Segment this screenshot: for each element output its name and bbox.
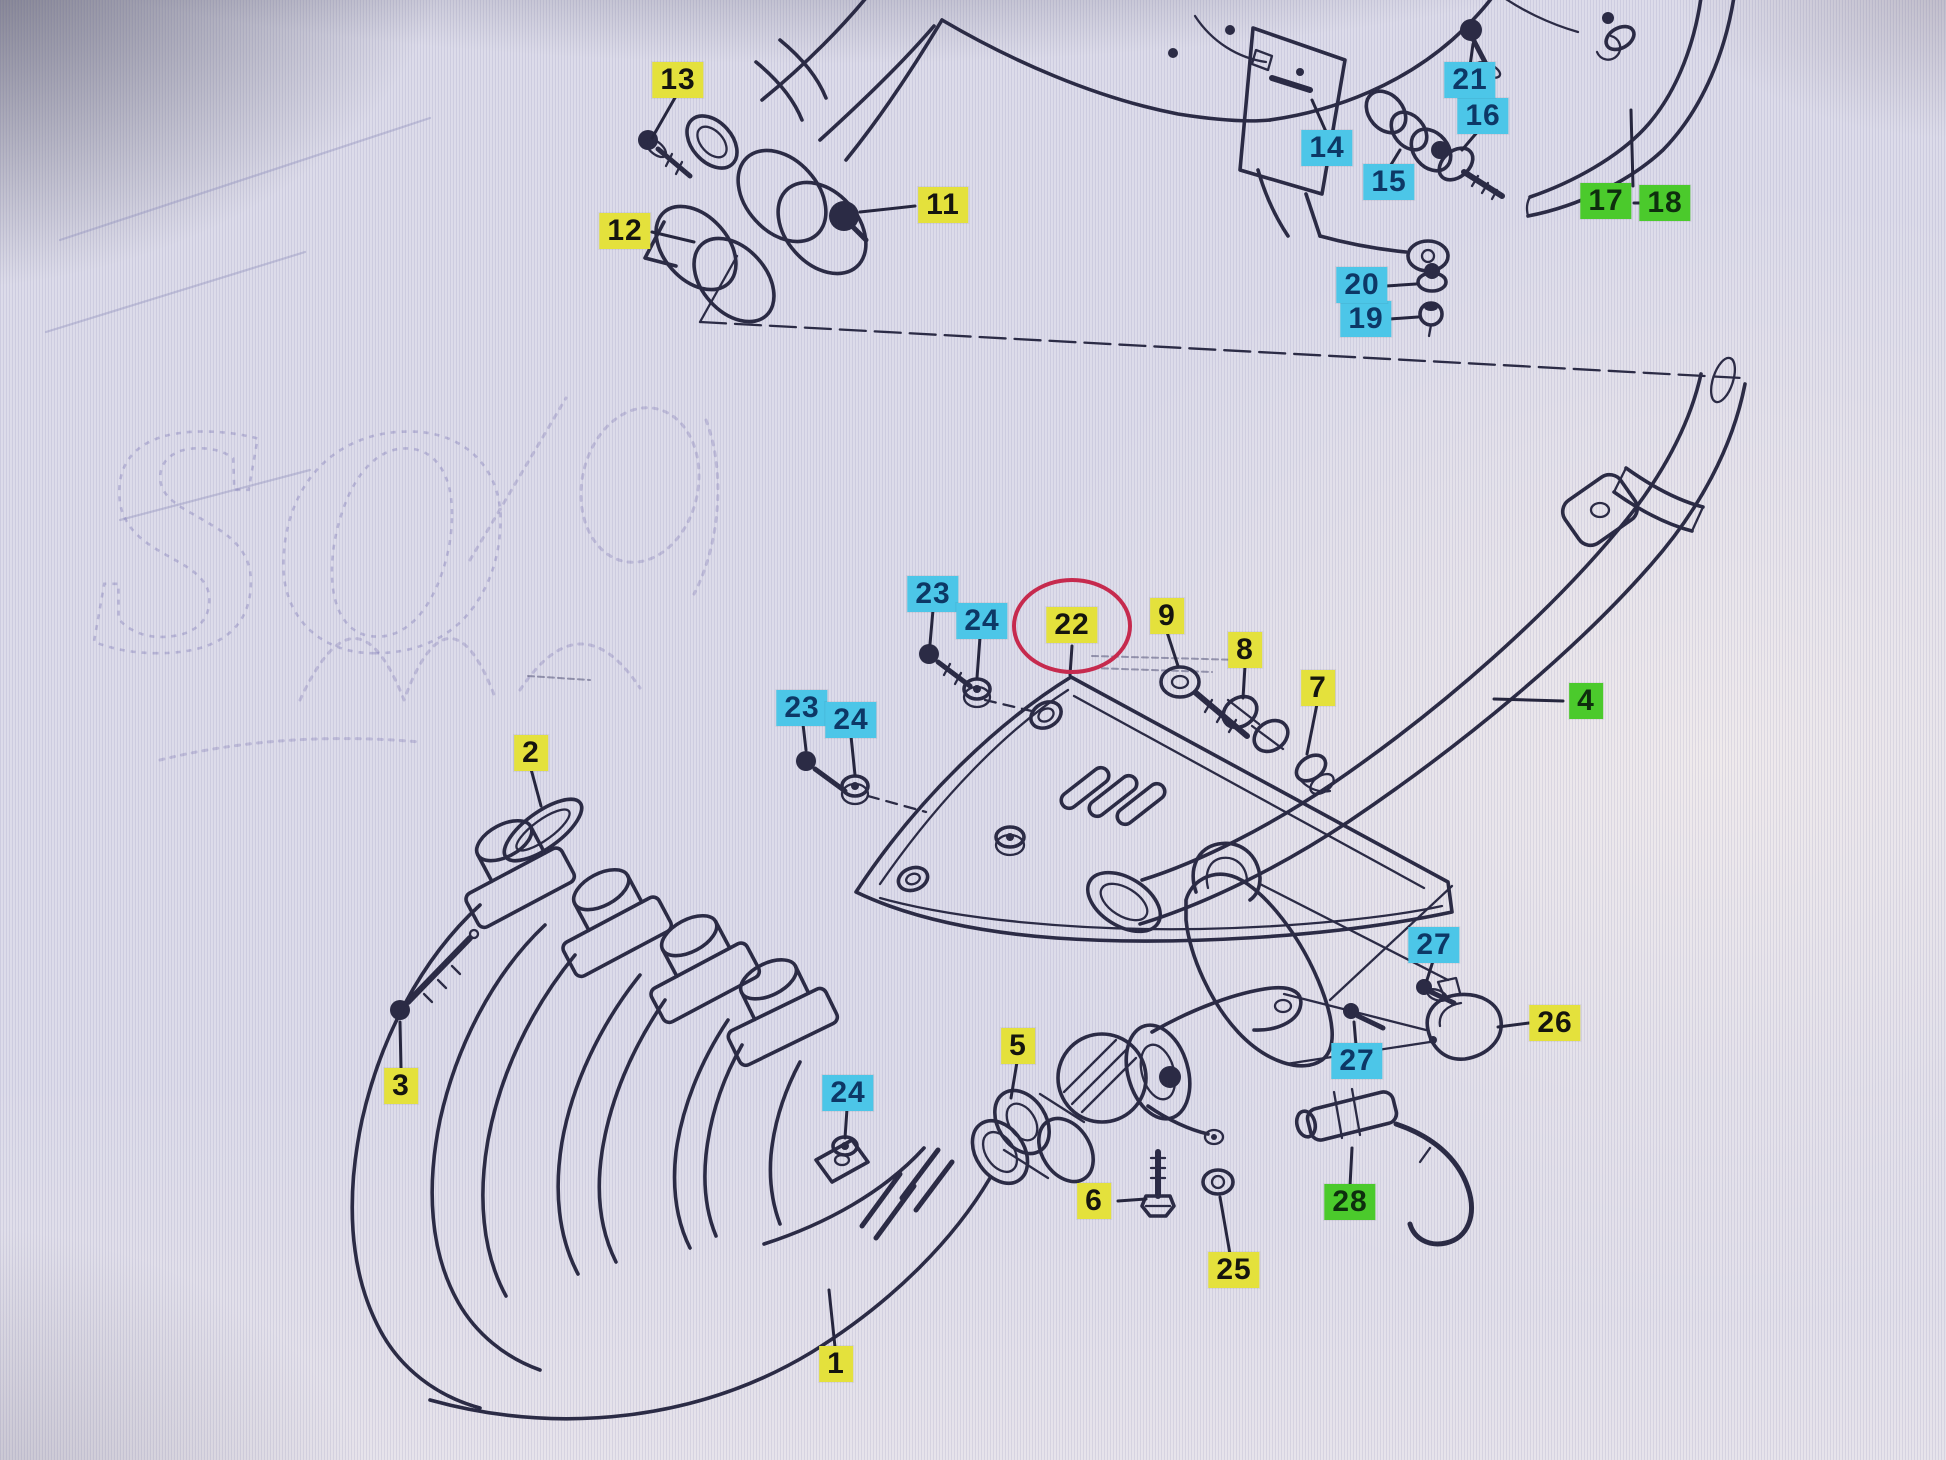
part-label-4[interactable]: 4 (1569, 683, 1603, 719)
sensor-clamp-drawing (1258, 882, 1503, 1247)
heat-shield-drawing (796, 644, 1454, 943)
part-label-27[interactable]: 27 (1408, 927, 1460, 963)
part-label-21[interactable]: 21 (1444, 62, 1496, 98)
part-label-3[interactable]: 3 (384, 1068, 418, 1104)
part-label-9[interactable]: 9 (1150, 598, 1184, 634)
part-label-5[interactable]: 5 (1001, 1028, 1035, 1064)
part-label-23[interactable]: 23 (907, 576, 959, 612)
part-label-18[interactable]: 18 (1639, 185, 1691, 221)
part-label-28[interactable]: 28 (1324, 1184, 1376, 1220)
muffler-assembly-drawing (638, 0, 1736, 338)
highlight-ellipse-22 (1012, 578, 1132, 674)
part-label-12[interactable]: 12 (599, 213, 651, 249)
header-pipes-drawing (350, 797, 1030, 1421)
part-label-20[interactable]: 20 (1336, 267, 1388, 303)
part-label-11[interactable]: 11 (918, 187, 968, 223)
part-label-24[interactable]: 24 (822, 1075, 874, 1111)
part-label-13[interactable]: 13 (652, 62, 704, 98)
part-label-24[interactable]: 24 (956, 603, 1008, 639)
part-label-7[interactable]: 7 (1301, 670, 1335, 706)
photo-artifacts (44, 116, 432, 522)
part-label-24[interactable]: 24 (825, 702, 877, 738)
part-label-16[interactable]: 16 (1457, 98, 1509, 134)
part-label-19[interactable]: 19 (1340, 301, 1392, 337)
part-label-23[interactable]: 23 (776, 690, 828, 726)
group-boundary-lines (698, 254, 1744, 380)
leader-lines (398, 42, 1644, 1349)
part-label-27[interactable]: 27 (1331, 1043, 1383, 1079)
part-label-1[interactable]: 1 (819, 1346, 853, 1382)
collector-valve-drawing (993, 841, 1334, 1218)
part-label-8[interactable]: 8 (1228, 632, 1262, 668)
part-label-17[interactable]: 17 (1580, 183, 1632, 219)
part-label-25[interactable]: 25 (1208, 1252, 1260, 1288)
part-label-15[interactable]: 15 (1363, 164, 1415, 200)
part-label-14[interactable]: 14 (1301, 130, 1353, 166)
part-label-2[interactable]: 2 (514, 735, 548, 771)
part-label-22[interactable]: 22 (1046, 607, 1098, 643)
part-label-26[interactable]: 26 (1529, 1005, 1581, 1041)
watermark: SO (87, 356, 720, 762)
part-label-6[interactable]: 6 (1077, 1183, 1111, 1219)
watermark-text: SO (88, 357, 510, 722)
downpipe-drawing (1085, 356, 1747, 934)
